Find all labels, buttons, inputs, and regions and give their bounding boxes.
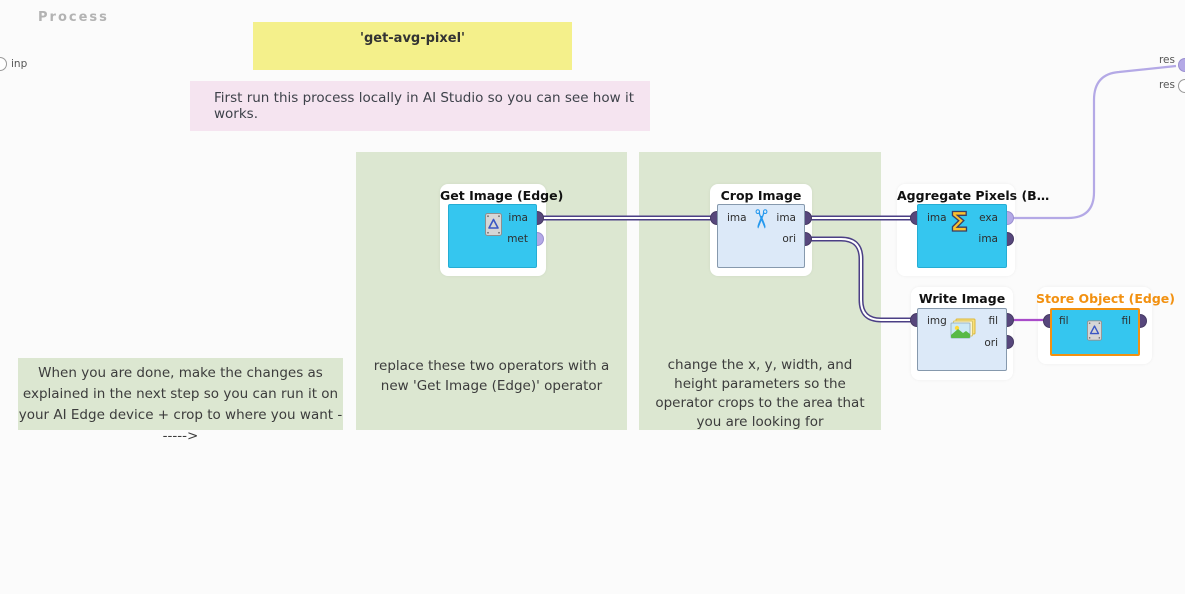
- port-label: img: [927, 315, 947, 327]
- note-process-name[interactable]: 'get-avg-pixel': [253, 22, 572, 70]
- operator-title-store-object: Store Object (Edge): [1036, 291, 1175, 306]
- panel-1-caption: replace these two operators with a new '…: [373, 358, 610, 394]
- port-label: ima: [927, 212, 947, 224]
- operator-crop-image[interactable]: ✂ ima ima ori: [717, 204, 805, 268]
- process-input-port[interactable]: [0, 57, 7, 71]
- operator-title-write-image: Write Image: [918, 291, 1006, 306]
- operator-get-image-edge[interactable]: ima met: [448, 204, 537, 268]
- process-result-port-2-label: res: [1158, 79, 1175, 91]
- process-title: Process: [38, 10, 109, 25]
- port-label: ima: [978, 233, 998, 245]
- operator-store-object-edge[interactable]: fil fil: [1050, 308, 1140, 356]
- process-result-port-2[interactable]: [1178, 79, 1185, 93]
- process-result-port-1[interactable]: [1178, 58, 1185, 72]
- panel-2-caption: change the x, y, width, and height param…: [655, 357, 865, 430]
- process-result-port-1-label: res: [1158, 54, 1175, 66]
- port-label: ima: [508, 212, 528, 224]
- port-label: ima: [727, 212, 747, 224]
- operator-title-crop-image: Crop Image: [720, 188, 802, 203]
- picture-icon: [950, 318, 976, 344]
- note-first-run[interactable]: First run this process locally in AI Stu…: [190, 81, 650, 131]
- scissors-icon: ✂: [744, 208, 775, 230]
- port-label: fil: [1121, 315, 1131, 327]
- port-label: fil: [1059, 315, 1069, 327]
- port-label: ima: [776, 212, 796, 224]
- port-label: ori: [782, 233, 796, 245]
- note-when-done[interactable]: When you are done, make the changes as e…: [18, 358, 343, 444]
- port-label: fil: [988, 315, 998, 327]
- edge-badge-icon: [1087, 320, 1102, 345]
- port-label: exa: [979, 212, 998, 224]
- process-input-port-label: inp: [11, 58, 28, 70]
- sigma-icon: Σ: [949, 207, 969, 238]
- edge-badge-icon: [485, 213, 502, 240]
- port-label: met: [507, 233, 528, 245]
- port-label: ori: [984, 337, 998, 349]
- operator-aggregate-pixels[interactable]: Σ ima exa ima: [917, 204, 1007, 268]
- operator-title-get-image: Get Image (Edge): [440, 188, 564, 203]
- operator-title-aggregate-pixels: Aggregate Pixels (B…: [897, 188, 1050, 203]
- operator-write-image[interactable]: img fil ori: [917, 308, 1007, 371]
